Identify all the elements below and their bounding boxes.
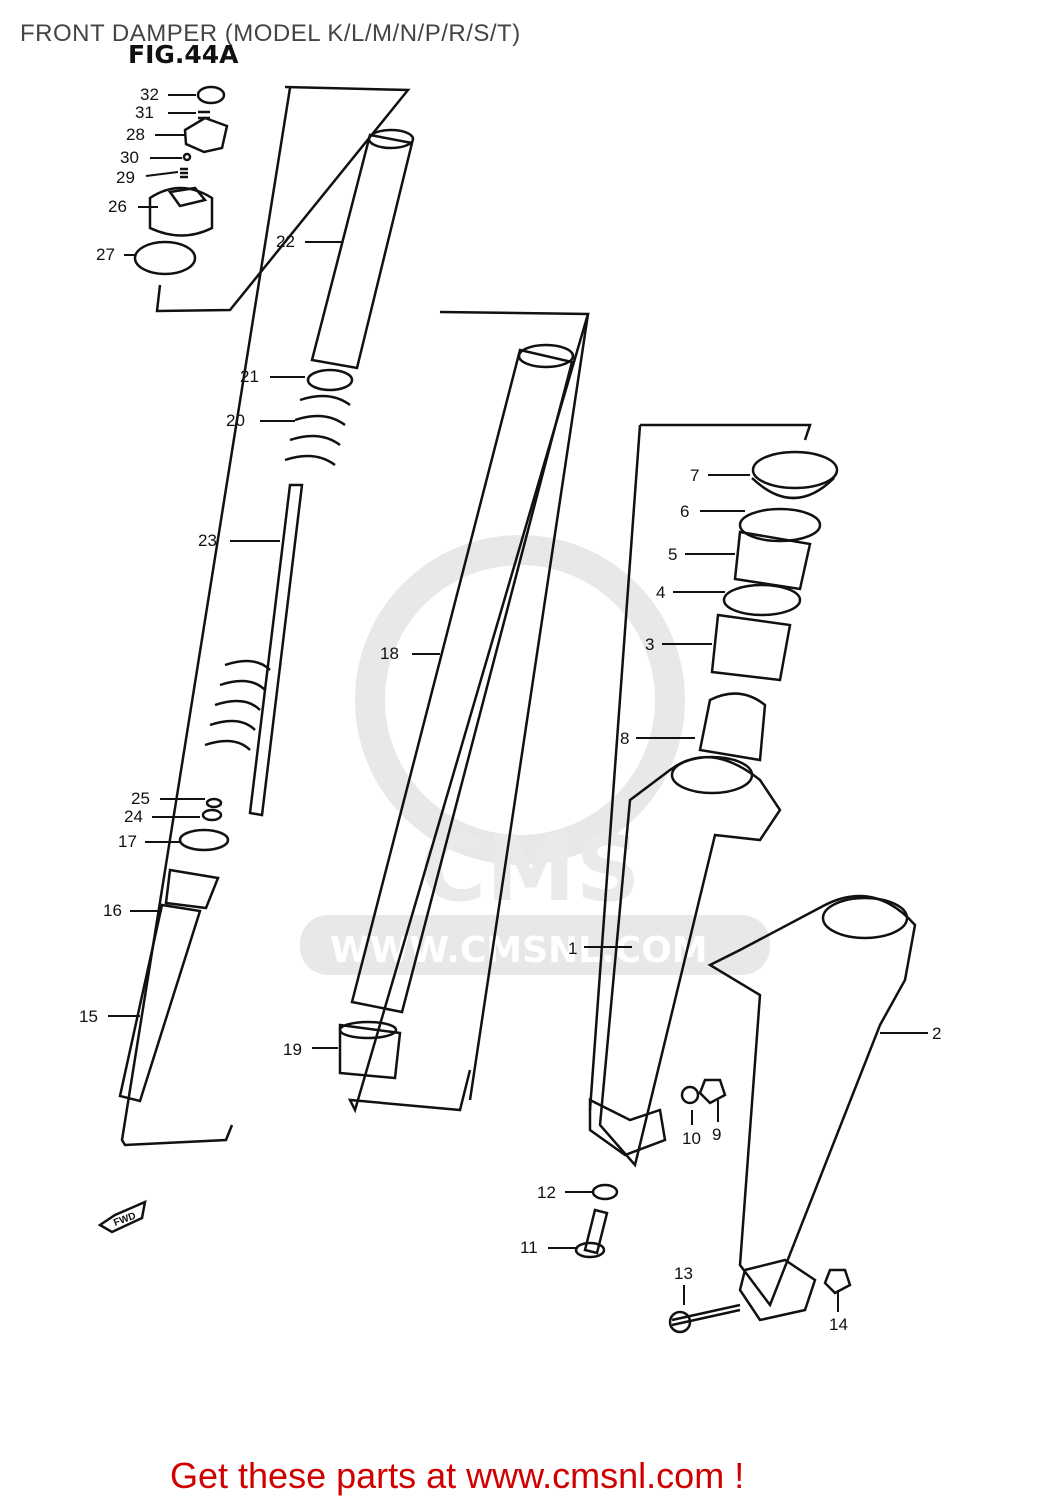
part-label-18[interactable]: 18	[380, 644, 399, 663]
part-label-16[interactable]: 16	[103, 901, 122, 920]
part-label-1[interactable]: 1	[568, 939, 577, 958]
part-label-4[interactable]: 4	[656, 583, 665, 602]
fork-slider-right	[707, 894, 917, 1322]
part-label-11[interactable]: 11	[520, 1238, 538, 1257]
part-label-26[interactable]: 26	[108, 197, 127, 216]
part-label-5[interactable]: 5	[668, 545, 677, 564]
part-label-30[interactable]: 30	[120, 148, 139, 167]
watermark-url: WWW.CMSNL.COM	[330, 930, 708, 971]
diagram-title: FRONT DAMPER (MODEL K/L/M/N/P/R/S/T)	[20, 20, 521, 47]
hardware	[574, 1078, 852, 1334]
part-label-2[interactable]: 2	[932, 1024, 941, 1043]
part-label-24[interactable]: 24	[124, 807, 143, 826]
fork-slider-left	[588, 755, 782, 1168]
part-label-22[interactable]: 22	[276, 232, 295, 251]
watermark-logo: CMS	[420, 817, 640, 922]
part-label-9[interactable]: 9	[712, 1125, 721, 1144]
part-label-32[interactable]: 32	[140, 85, 159, 104]
part-label-6[interactable]: 6	[680, 502, 689, 521]
part-label-28[interactable]: 28	[126, 125, 145, 144]
part-label-13[interactable]: 13	[674, 1264, 693, 1283]
part-label-29[interactable]: 29	[116, 168, 135, 187]
frame-outer-tube-right	[468, 313, 590, 1101]
part-label-23[interactable]: 23	[198, 531, 217, 550]
part-label-31[interactable]: 31	[135, 103, 154, 122]
part-label-3[interactable]: 3	[645, 635, 654, 654]
cap-parts	[133, 85, 229, 276]
watermark: CMS WWW.CMSNL.COM	[300, 535, 770, 975]
frame-inner	[120, 87, 292, 1147]
frame-outer-tube	[347, 310, 590, 1114]
part-label-10[interactable]: 10	[682, 1129, 701, 1148]
part-label-15[interactable]: 15	[79, 1007, 98, 1026]
part-label-7[interactable]: 7	[690, 466, 699, 485]
part-label-17[interactable]: 17	[118, 832, 137, 851]
part-label-12[interactable]: 12	[537, 1183, 556, 1202]
part-label-21[interactable]: 21	[240, 367, 259, 386]
part-label-19[interactable]: 19	[283, 1040, 302, 1059]
part-label-25[interactable]: 25	[131, 789, 150, 808]
frame-fork-left	[588, 424, 642, 1111]
part-label-20[interactable]: 20	[226, 411, 245, 430]
seals	[698, 450, 839, 762]
part-label-27[interactable]: 27	[96, 245, 115, 264]
part-label-8[interactable]: 8	[620, 729, 629, 748]
inner-parts	[118, 128, 415, 1103]
frame-cap	[155, 85, 411, 313]
frame-fork	[640, 423, 812, 441]
figure-label: FIG.44A	[128, 40, 239, 69]
leader-line-29	[145, 171, 179, 177]
outer-tube	[338, 343, 575, 1080]
fwd-arrow-icon: FWD	[97, 1199, 147, 1234]
part-label-14[interactable]: 14	[829, 1315, 848, 1334]
promo-link[interactable]: Get these parts at www.cmsnl.com !	[170, 1455, 745, 1496]
